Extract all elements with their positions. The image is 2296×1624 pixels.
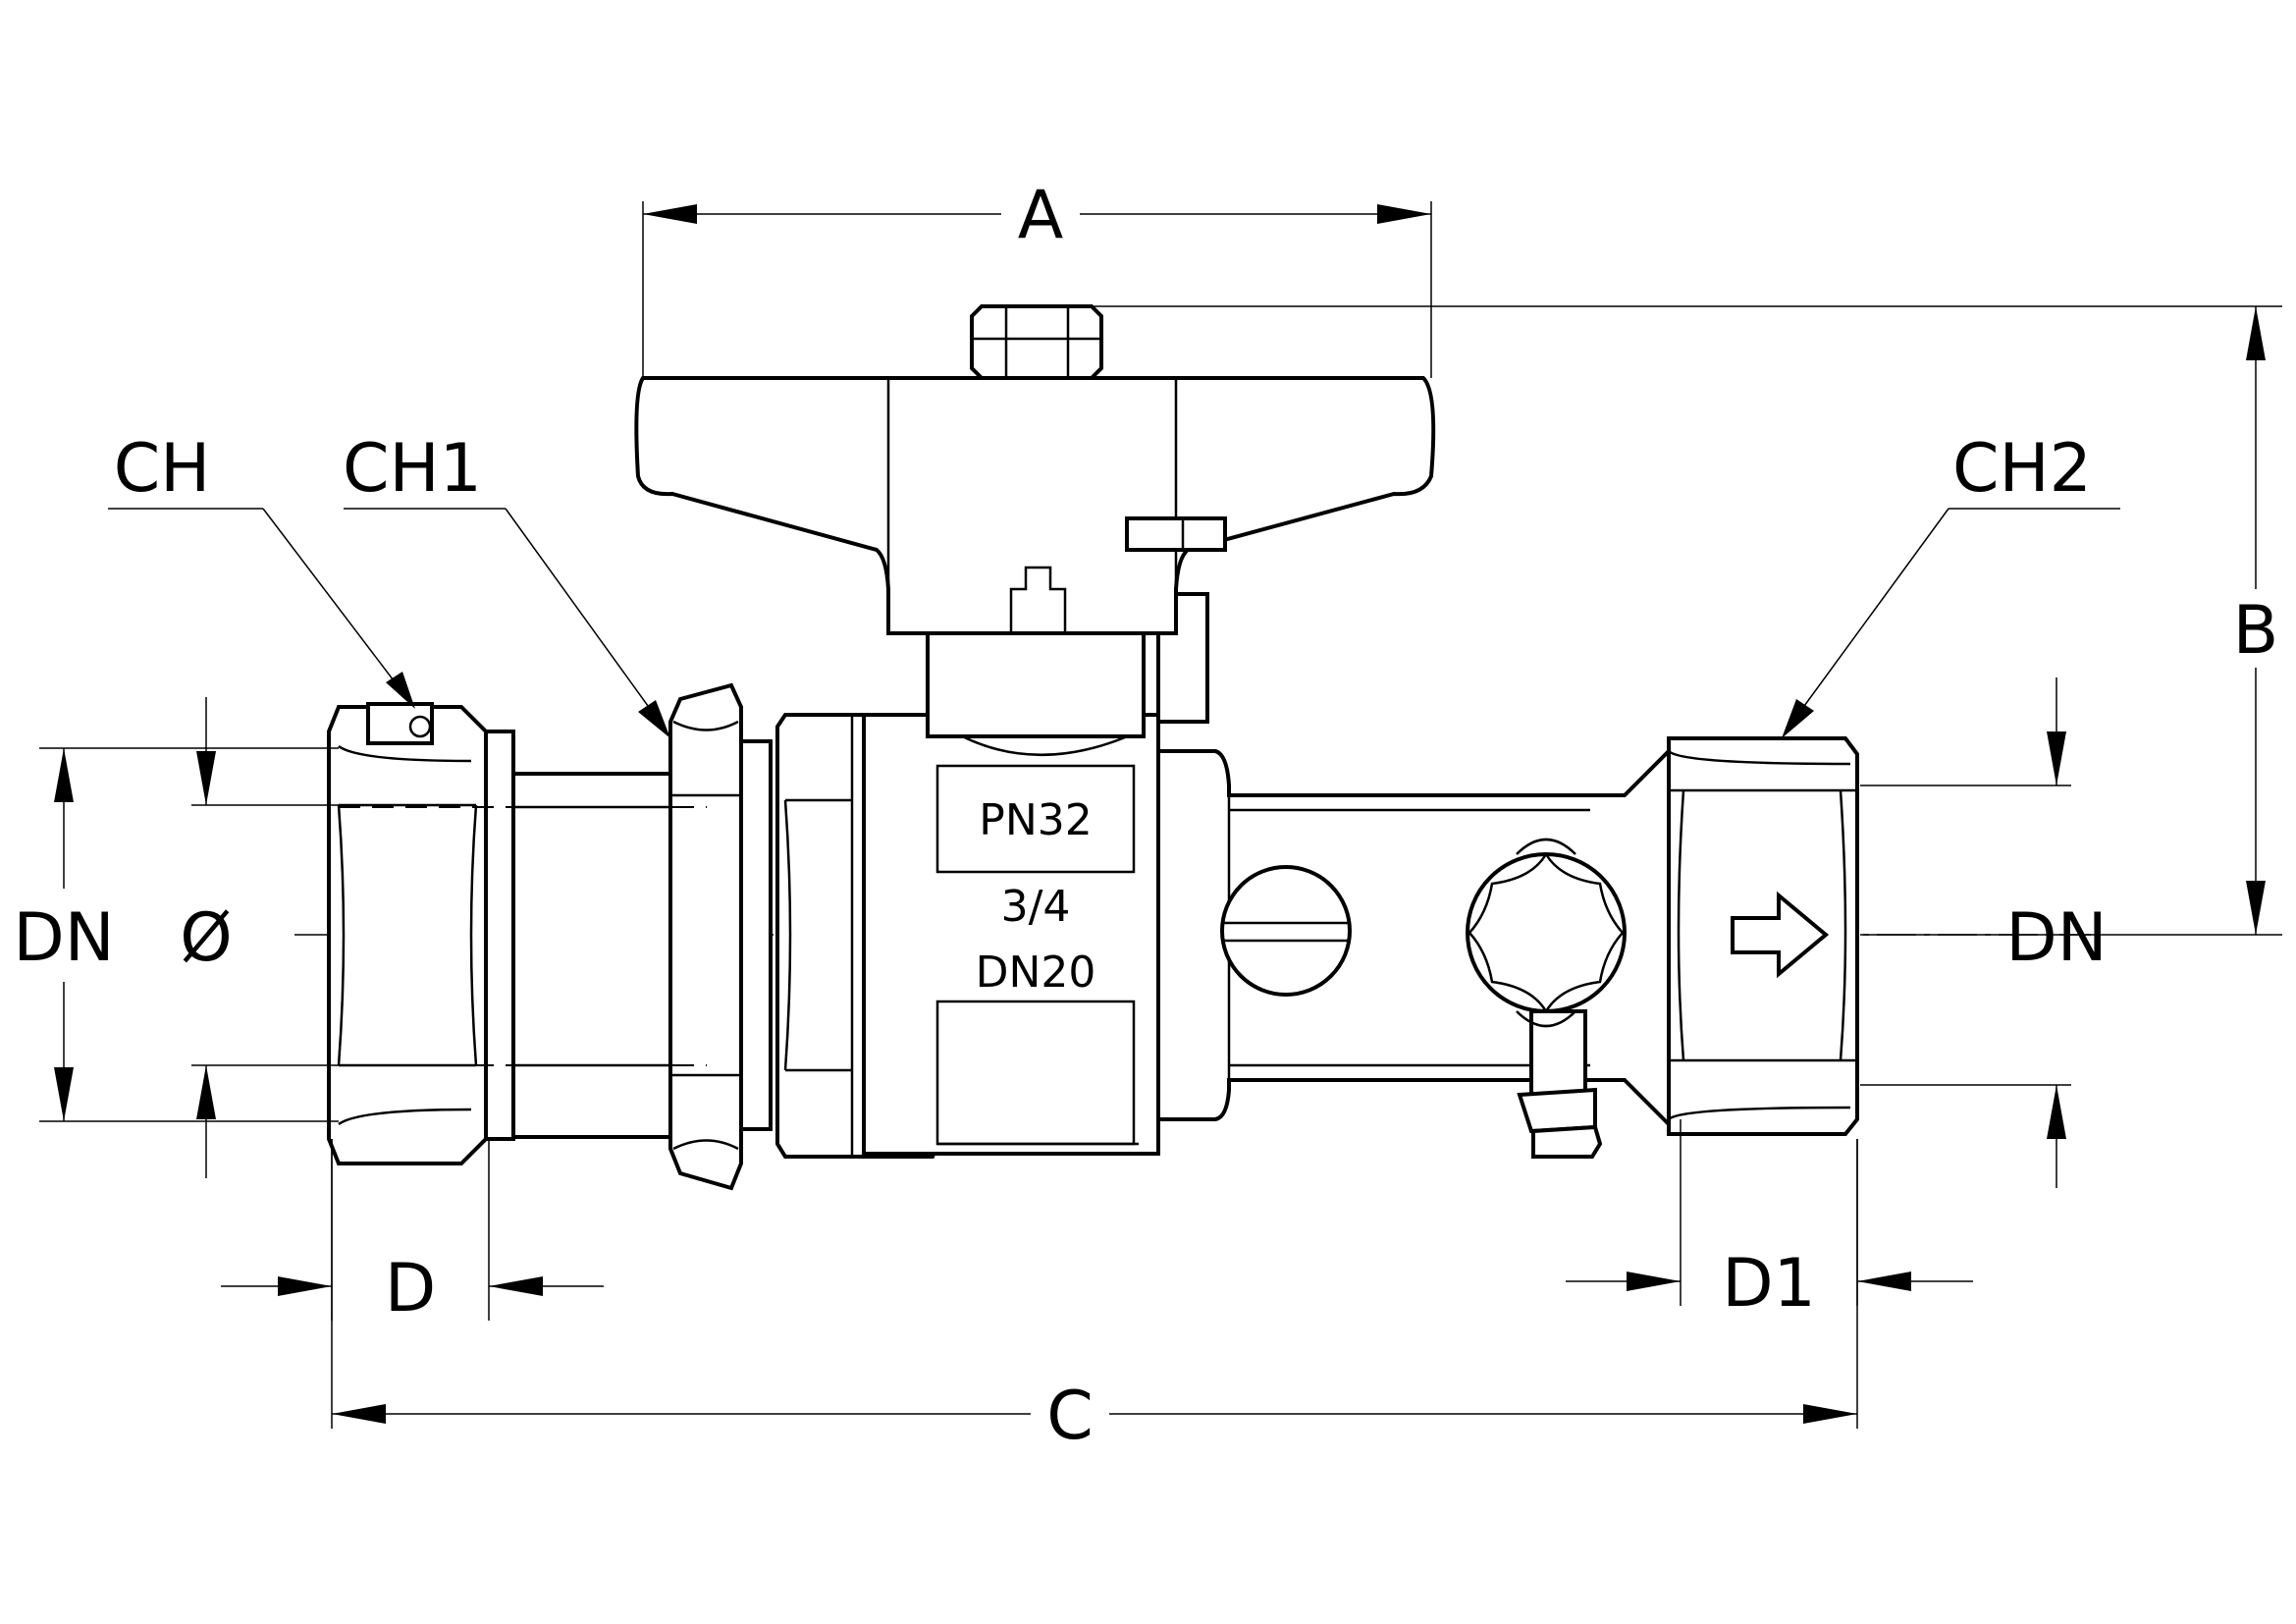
dimension-b: B (1080, 305, 2282, 936)
left-union-nut (327, 702, 515, 1165)
dim-label-c: C (1046, 1378, 1093, 1455)
dim-label-diameter: Ø (180, 899, 233, 977)
body-markings: PN32 3/4 DN20 (976, 795, 1096, 998)
slot-plug-icon[interactable] (1220, 865, 1352, 997)
dim-label-a: A (1018, 177, 1064, 254)
marking-pressure: PN32 (979, 795, 1092, 845)
dim-label-d1: D1 (1722, 1245, 1816, 1323)
thread-hidden-lines (339, 789, 1860, 1066)
callout-ch: CH (108, 430, 415, 709)
middle-hex-nut (668, 682, 773, 1191)
drain-valve-knob[interactable] (1466, 838, 1627, 1159)
ball-valve-body (862, 713, 1160, 1156)
handle-nut (970, 304, 1103, 380)
dim-label-dn-left: DN (13, 899, 114, 977)
stem-neck (926, 592, 1209, 738)
dimension-diameter: Ø (180, 697, 339, 1178)
callout-label-ch1: CH1 (343, 430, 482, 508)
dim-label-dn-right: DN (2005, 899, 2107, 977)
marking-size-dn: DN20 (976, 947, 1096, 998)
butterfly-handle[interactable] (634, 376, 1436, 635)
marking-size-inch: 3/4 (1001, 882, 1071, 932)
dimension-d: D (221, 1139, 604, 1327)
dimension-dn-right: DN (1860, 677, 2108, 1188)
callout-ch2: CH2 (1782, 430, 2120, 738)
dim-label-d: D (385, 1250, 436, 1327)
pipe-tail (511, 772, 677, 1139)
dim-label-b: B (2233, 592, 2279, 670)
callout-label-ch2: CH2 (1952, 430, 2092, 508)
dimension-d1: D1 (1566, 1119, 1973, 1323)
callout-ch1: CH1 (343, 430, 670, 738)
flow-direction-arrow-icon (1731, 891, 1830, 979)
dimension-a: A (642, 177, 1432, 378)
callout-label-ch: CH (114, 430, 211, 508)
dimension-c: C (331, 1139, 1858, 1455)
dimension-dn-left: DN (13, 747, 339, 1122)
